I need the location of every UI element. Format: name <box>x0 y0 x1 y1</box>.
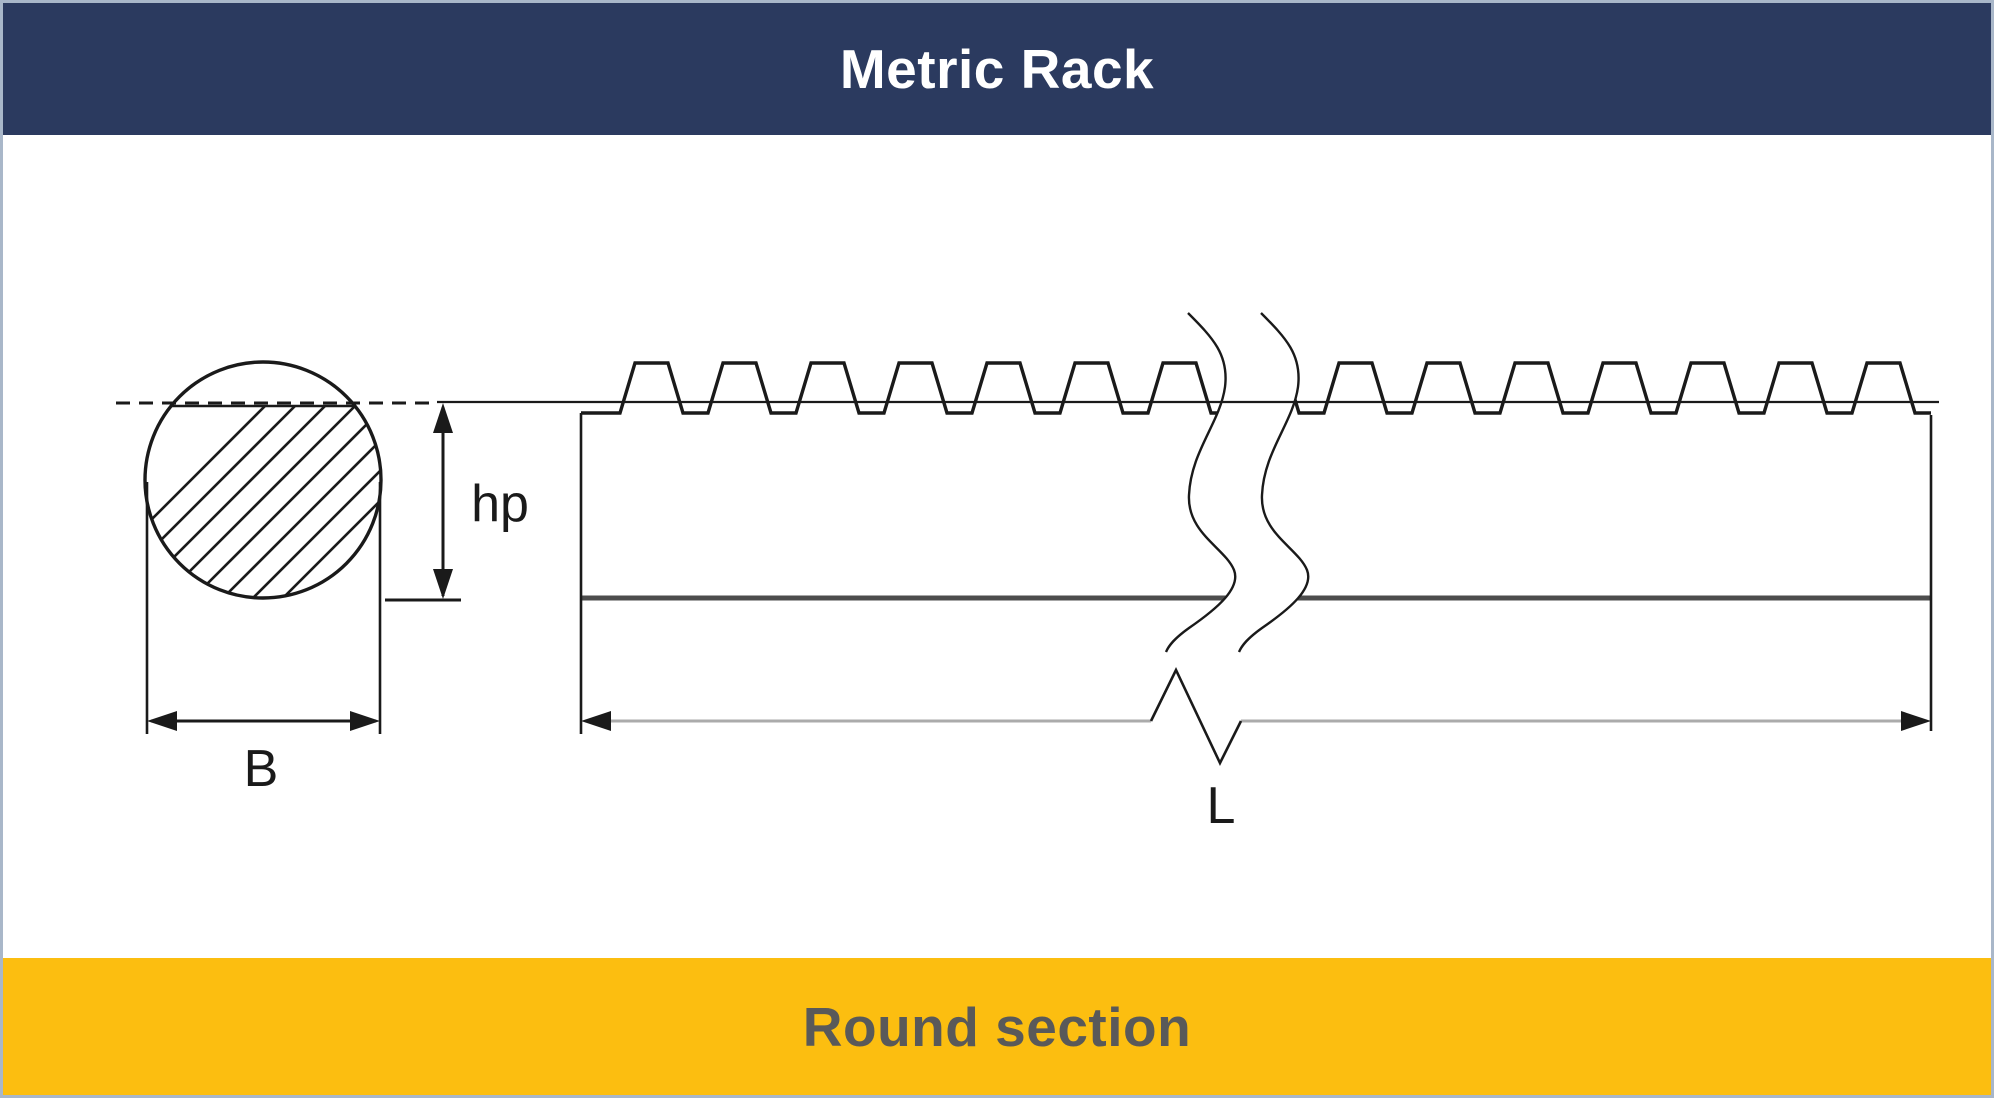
footer-bar: Round section <box>3 958 1991 1095</box>
page-title: Metric Rack <box>839 38 1155 100</box>
section-caption: Round section <box>802 995 1192 1058</box>
header-bar: Metric Rack <box>3 3 1991 135</box>
drawing-area <box>3 135 1991 958</box>
